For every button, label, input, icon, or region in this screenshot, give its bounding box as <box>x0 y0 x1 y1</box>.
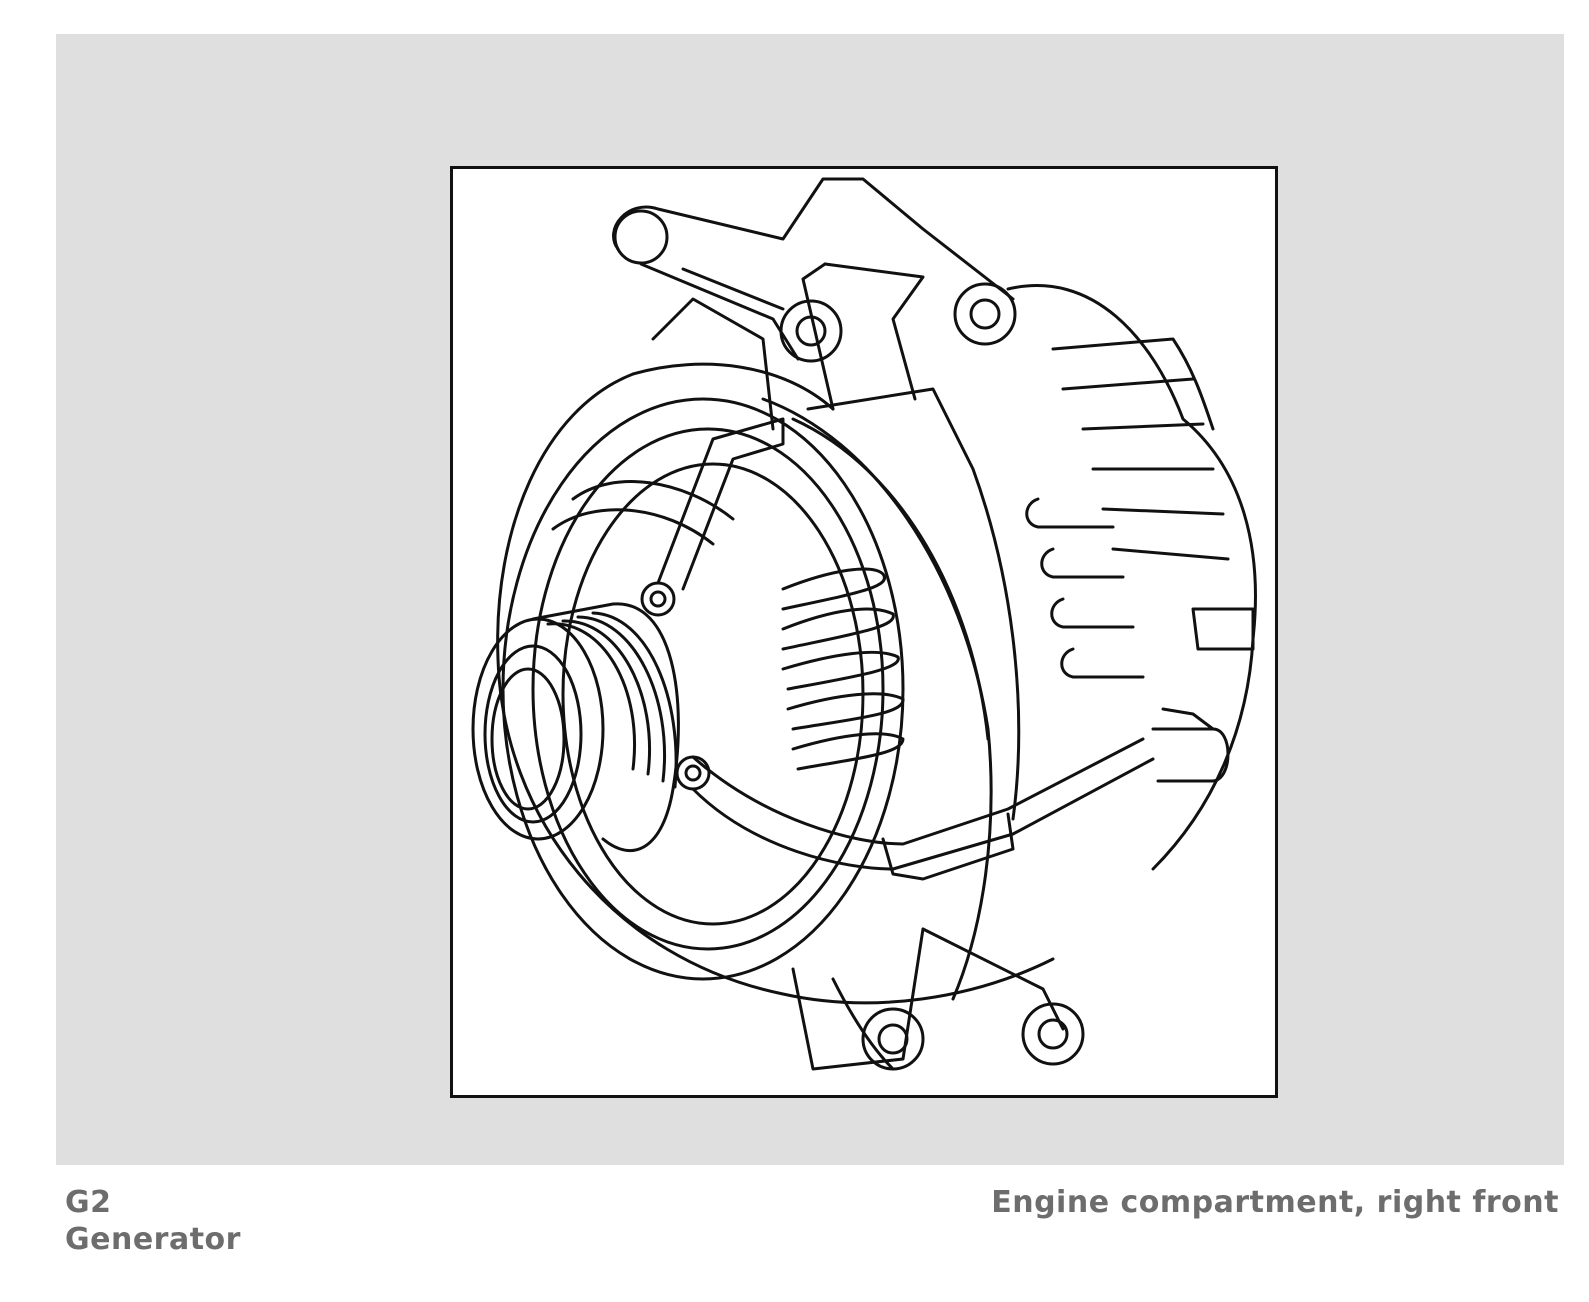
figure-panel <box>56 34 1564 1165</box>
component-code: G2 <box>65 1185 112 1220</box>
component-name: Generator <box>65 1222 241 1257</box>
generator-illustration <box>450 166 1278 1098</box>
generator-drawing <box>471 177 1257 1071</box>
component-location: Engine compartment, right front <box>991 1185 1559 1220</box>
